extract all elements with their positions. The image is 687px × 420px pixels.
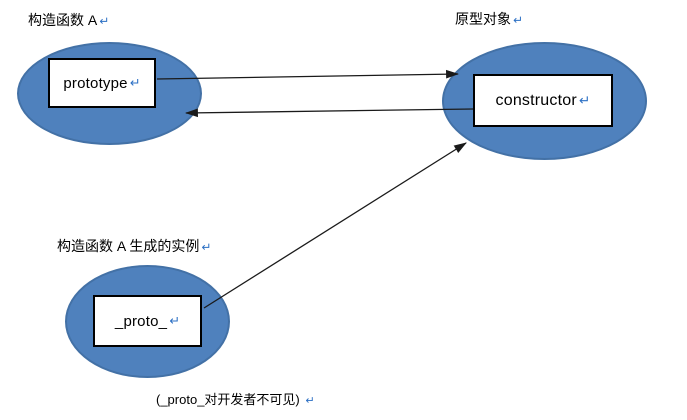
footnote-text: (_proto_对开发者不可见) — [156, 392, 300, 407]
return-mark-icon: ↵ — [169, 313, 181, 329]
return-mark-icon: ↵ — [201, 240, 212, 254]
box-prototype-label: prototype — [63, 74, 128, 92]
box-constructor: constructor↵ — [473, 74, 613, 127]
arrow-constructor-to-constructor-function-a — [184, 108, 474, 118]
return-mark-icon: ↵ — [305, 394, 315, 407]
return-mark-icon: ↵ — [129, 75, 141, 91]
return-mark-icon: ↵ — [99, 14, 110, 28]
footnote: (_proto_对开发者不可见) ↵ — [156, 389, 315, 408]
box-constructor-label: constructor — [495, 91, 577, 109]
return-mark-icon: ↵ — [578, 92, 591, 109]
label-instance-of-a: 构造函数 A 生成的实例↵ — [57, 236, 211, 256]
box-proto: _proto_↵ — [93, 295, 202, 347]
arrow-prototype-to-prototype-object — [156, 69, 460, 80]
return-mark-icon: ↵ — [513, 13, 523, 27]
arrow-proto-to-prototype-object — [203, 142, 467, 309]
label-constructor-function-a-text: 构造函数 A — [28, 12, 98, 28]
label-prototype-object-text: 原型对象 — [455, 11, 511, 27]
label-instance-of-a-text: 构造函数 A 生成的实例 — [57, 238, 200, 254]
label-prototype-object: 原型对象↵ — [455, 9, 523, 29]
label-constructor-function-a: 构造函数 A↵ — [28, 10, 109, 30]
box-proto-label: _proto_ — [114, 312, 168, 330]
box-prototype: prototype↵ — [48, 58, 156, 108]
